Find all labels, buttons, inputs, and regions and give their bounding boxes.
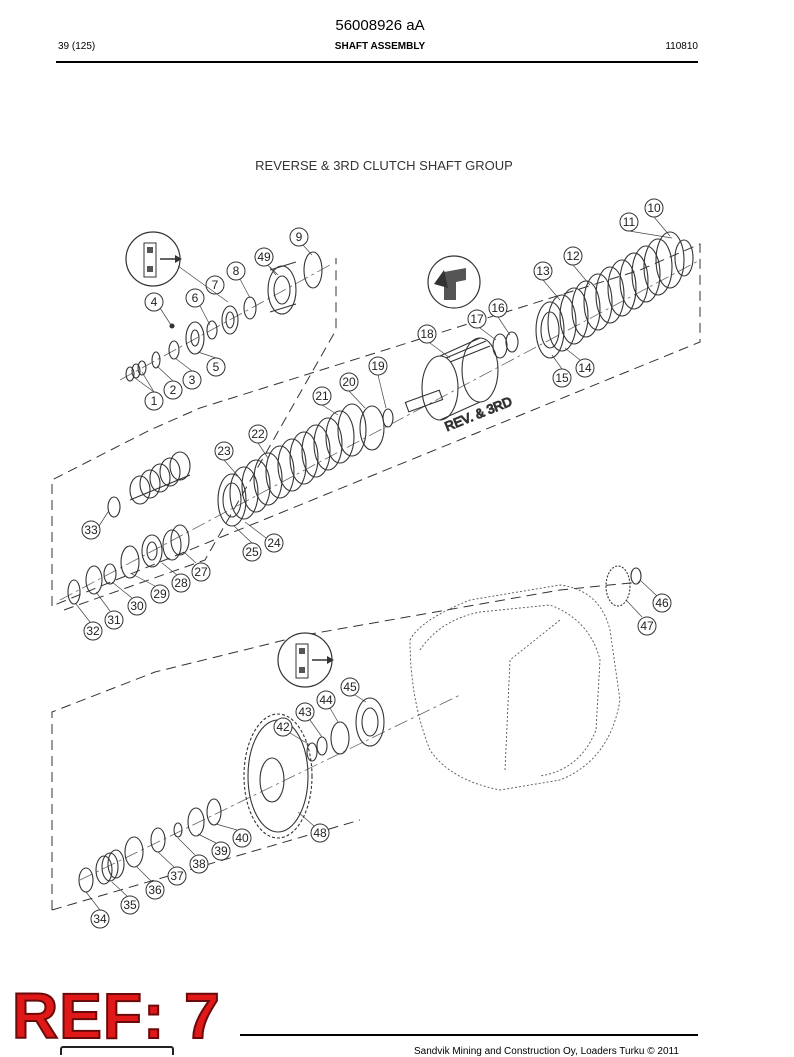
callout-17: 17 xyxy=(470,312,484,326)
callout-48: 48 xyxy=(313,826,327,840)
footer-rule xyxy=(240,1034,698,1036)
callout-25: 25 xyxy=(245,545,259,559)
callout-36: 36 xyxy=(148,883,162,897)
callout-6: 6 xyxy=(192,291,199,305)
callout-14: 14 xyxy=(578,361,592,375)
callout-40: 40 xyxy=(235,831,249,845)
callout-30: 30 xyxy=(130,599,144,613)
callout-18: 18 xyxy=(420,327,434,341)
callout-2: 2 xyxy=(170,383,177,397)
date-code: 110810 xyxy=(665,41,698,52)
callout-8: 8 xyxy=(233,264,240,278)
doc-number: 56008926 aA xyxy=(335,17,425,34)
callout-31: 31 xyxy=(107,613,121,627)
callout-20: 20 xyxy=(342,375,356,389)
callout-10: 10 xyxy=(647,201,661,215)
callout-23: 23 xyxy=(217,444,231,458)
leader-lines xyxy=(75,216,673,911)
callout-32: 32 xyxy=(86,624,100,638)
dashed-outline xyxy=(51,243,701,911)
callout-43: 43 xyxy=(298,705,312,719)
callout-27: 27 xyxy=(194,565,208,579)
callout-7: 7 xyxy=(212,278,219,292)
callout-49: 49 xyxy=(257,250,271,264)
callout-45: 45 xyxy=(343,680,357,694)
callout-1: 1 xyxy=(151,394,158,408)
transmission-housing xyxy=(409,584,621,791)
callout-4: 4 xyxy=(151,295,158,309)
callout-46: 46 xyxy=(655,596,669,610)
callout-13: 13 xyxy=(536,264,550,278)
footer-text: Sandvik Mining and Construction Oy, Load… xyxy=(414,1046,679,1057)
upper-small-parts xyxy=(125,251,323,382)
callout-19: 19 xyxy=(371,359,385,373)
callout-3: 3 xyxy=(189,373,196,387)
ref-stamp: REF: 7 xyxy=(11,980,221,1052)
header-rule xyxy=(56,61,698,63)
page-number: 39 (125) xyxy=(58,41,96,52)
bearing-icon xyxy=(277,632,334,688)
clutch-pack-middle xyxy=(217,403,394,527)
callout-44: 44 xyxy=(319,693,333,707)
section-title: SHAFT ASSEMBLY xyxy=(334,41,426,52)
left-parts xyxy=(67,451,191,605)
callout-28: 28 xyxy=(174,576,188,590)
bearing-icon xyxy=(125,231,182,287)
callout-21: 21 xyxy=(315,389,329,403)
callout-24: 24 xyxy=(267,536,281,550)
direction-icon xyxy=(427,255,481,309)
callout-9: 9 xyxy=(296,230,303,244)
callout-35: 35 xyxy=(123,898,137,912)
callout-22: 22 xyxy=(251,427,265,441)
callout-38: 38 xyxy=(192,857,206,871)
small-gear xyxy=(605,565,642,607)
clutch-hub: REV. & 3RD xyxy=(404,337,515,435)
callout-47: 47 xyxy=(640,619,654,633)
diagram-title: REVERSE & 3RD CLUTCH SHAFT GROUP xyxy=(255,158,513,173)
callout-11: 11 xyxy=(623,215,636,229)
callout-42: 42 xyxy=(276,720,290,734)
footer-logo xyxy=(60,1046,174,1055)
shaft-axis xyxy=(59,259,701,881)
callout-39: 39 xyxy=(214,844,228,858)
callout-37: 37 xyxy=(170,869,184,883)
clutch-pack-right xyxy=(492,231,694,359)
gear-assembly xyxy=(243,697,385,839)
callout-33: 33 xyxy=(84,523,98,537)
callout-34: 34 xyxy=(93,912,107,926)
callout-29: 29 xyxy=(153,587,167,601)
callout-15: 15 xyxy=(555,371,569,385)
callout-5: 5 xyxy=(213,360,220,374)
callout-16: 16 xyxy=(491,301,505,315)
callout-12: 12 xyxy=(566,249,580,263)
